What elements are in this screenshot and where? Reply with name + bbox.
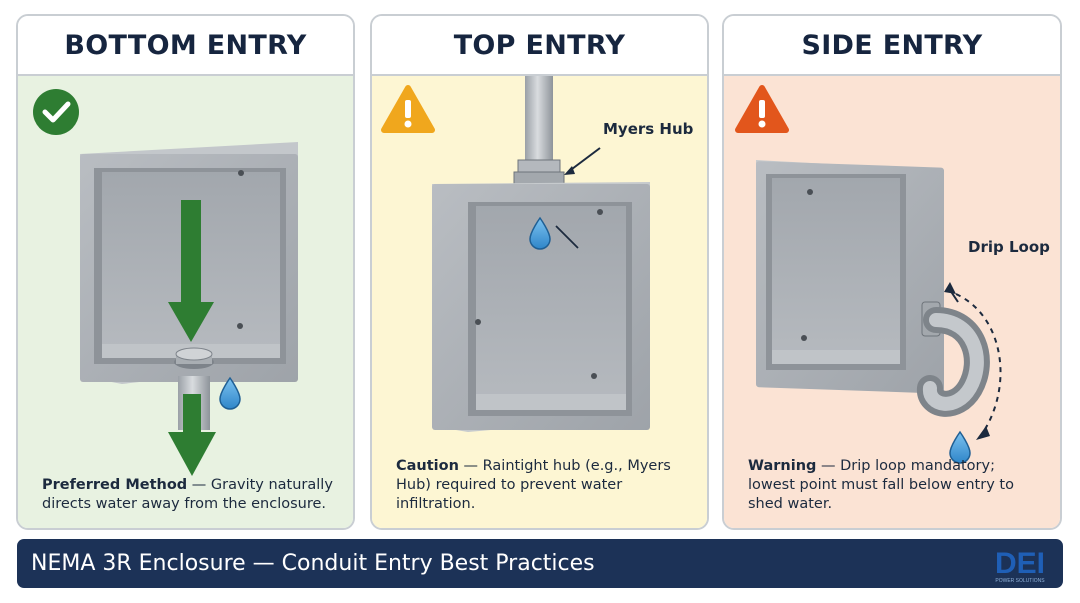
side-entry-panel: SIDE ENTRY [722, 14, 1062, 530]
caption-text: — Raintight hub (e.g., Myers Hub) requir… [396, 458, 671, 512]
conduit-pipe [525, 76, 553, 168]
top-entry-illustration [381, 76, 650, 432]
footer-title: NEMA 3R Enclosure — Conduit Entry Best P… [31, 551, 595, 576]
panel-title: TOP ENTRY [372, 16, 707, 76]
warning-icon [381, 85, 435, 133]
drip-loop-label: Drip Loop [968, 238, 1050, 256]
footer-banner: NEMA 3R Enclosure — Conduit Entry Best P… [17, 539, 1063, 588]
caption-lead: Warning [748, 458, 817, 474]
panel-body: Preferred Method — Gravity naturally dir… [18, 76, 353, 528]
bottom-entry-illustration [33, 89, 298, 476]
down-arrow-icon [168, 200, 214, 342]
warning-icon [735, 85, 789, 133]
panel-caption: Preferred Method — Gravity naturally dir… [42, 476, 335, 514]
top-entry-panel: TOP ENTRY [370, 14, 709, 530]
svg-text:POWER SOLUTIONS: POWER SOLUTIONS [995, 578, 1045, 584]
caption-lead: Caution [396, 458, 459, 474]
callout-arrow [567, 147, 601, 173]
svg-text:DEI: DEI [995, 547, 1045, 580]
dei-logo: DEI POWER SOLUTIONS [995, 547, 1045, 584]
panel-title: SIDE ENTRY [724, 16, 1060, 76]
side-entry-illustration [735, 85, 1002, 464]
enclosure-box [756, 160, 944, 394]
caption-text: — Drip loop mandatory; lowest point must… [748, 458, 1014, 512]
water-drop-icon [219, 376, 241, 410]
panel-caption: Caution — Raintight hub (e.g., Myers Hub… [396, 457, 689, 514]
panel-title: BOTTOM ENTRY [18, 16, 353, 76]
myers-hub-label: Myers Hub [603, 120, 694, 138]
panel-body: Drip Loop Warning — Drip loop mandatory;… [724, 76, 1060, 528]
drip-loop-conduit [917, 301, 990, 417]
panel-body: Myers Hub Caution — Raintight hub (e.g.,… [372, 76, 707, 528]
drip-path-arrow [955, 293, 1002, 435]
bottom-entry-panel: BOTTOM ENTRY [16, 14, 355, 530]
water-drop-icon [529, 216, 579, 250]
check-icon [33, 89, 79, 135]
caption-lead: Preferred Method [42, 477, 188, 493]
caption-text: — Gravity naturally directs water away f… [42, 477, 333, 512]
water-drop-icon [949, 430, 971, 464]
enclosure-box [432, 182, 650, 432]
panel-caption: Warning — Drip loop mandatory; lowest po… [748, 457, 1042, 514]
down-arrow-icon [168, 394, 216, 476]
